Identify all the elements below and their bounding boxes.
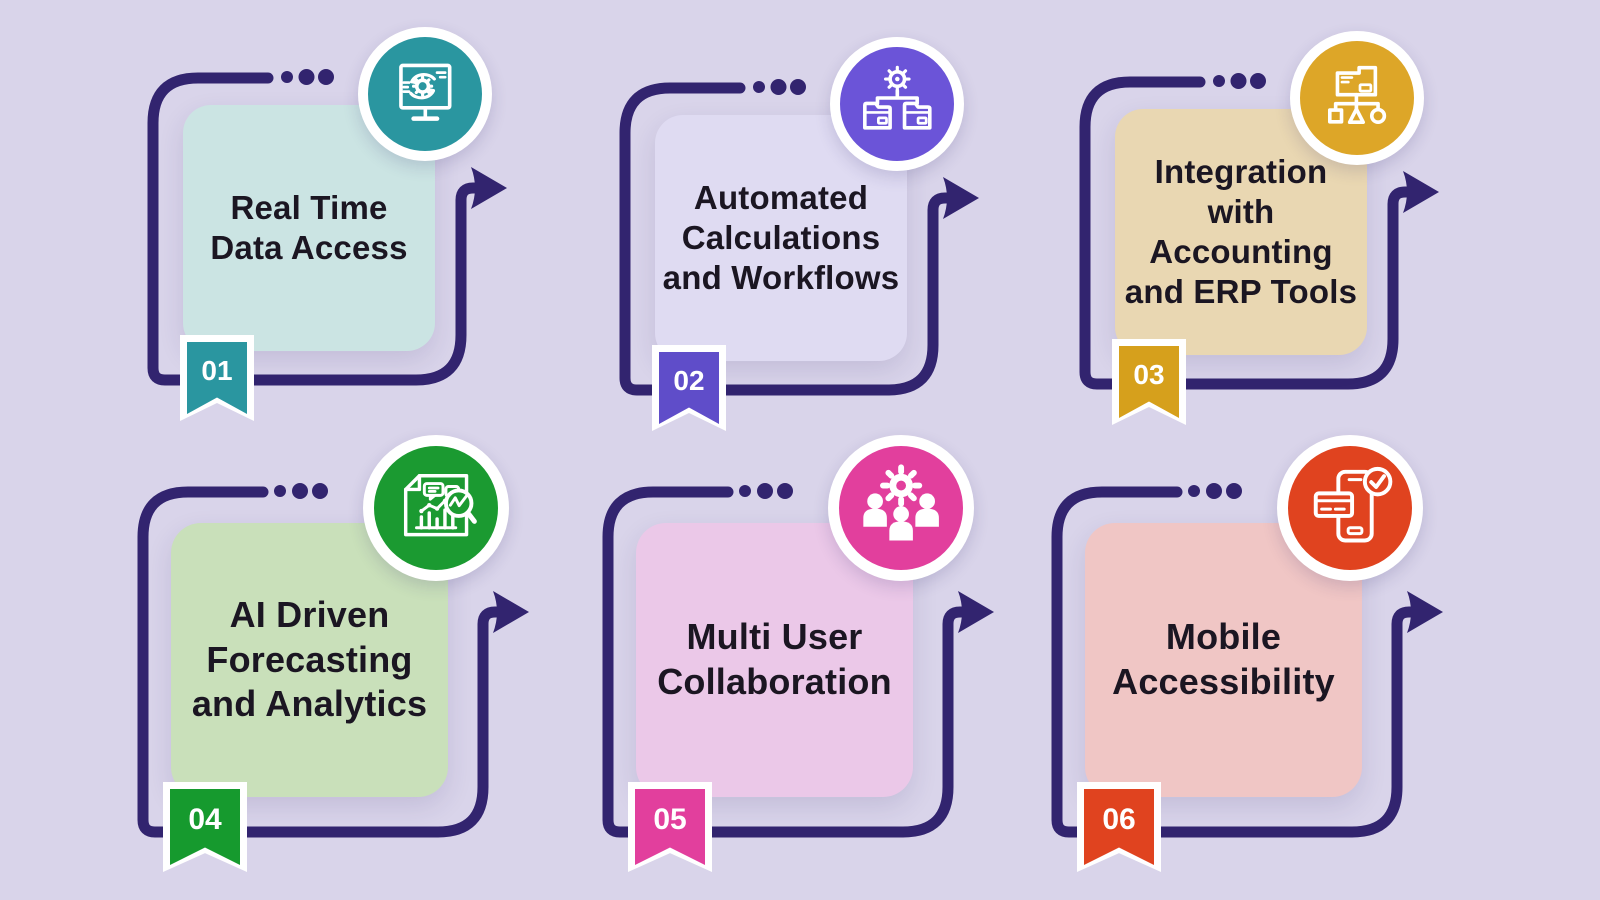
card-title: Real Time Data Access: [183, 105, 435, 351]
title-line: Collaboration: [657, 661, 892, 702]
title-line: AI Driven: [229, 594, 390, 636]
arrow-right-icon: [1403, 171, 1439, 213]
title-line: with: [1207, 192, 1275, 230]
arrow-right-icon: [471, 167, 507, 209]
icon-badge: [830, 37, 964, 171]
icon-badge: [828, 435, 974, 581]
title-line: Multi User: [686, 616, 863, 658]
step-number: 06: [1102, 803, 1136, 836]
step-number-badge: 02: [652, 345, 726, 431]
card-title: Automated Calculations and Workflows: [655, 115, 907, 361]
mobile-check-icon: [1313, 466, 1393, 543]
title-line: Mobile: [1165, 616, 1282, 658]
arrow-right-icon: [1407, 591, 1443, 633]
title-line: Automated: [693, 178, 869, 216]
icon-badge: [1277, 435, 1423, 581]
title-line: Real Time: [230, 188, 388, 226]
arrow-right-icon: [943, 177, 979, 219]
icon-badge: [1290, 31, 1424, 165]
connector-frame: [619, 79, 979, 396]
step-number-badge: 05: [628, 782, 712, 872]
analytics-report-search-icon: [403, 473, 477, 537]
step-number: 03: [1133, 359, 1165, 390]
connector-frame: [1051, 483, 1443, 838]
presentation-sync-icon: [398, 63, 452, 121]
title-line: Forecasting: [206, 638, 413, 680]
feature-card-automated-calculations: Automated Calculations and Workflows 02: [600, 37, 1070, 448]
step-number: 04: [188, 803, 222, 836]
step-number: 05: [653, 803, 687, 836]
connector-frame: [1079, 73, 1439, 390]
step-number-badge: 01: [180, 335, 254, 421]
connector-frame: [602, 483, 994, 838]
feature-card-multi-user-collaboration: Multi User Collaboration 05: [583, 435, 1053, 882]
step-number-badge: 03: [1112, 339, 1186, 425]
title-line: and ERP Tools: [1124, 273, 1358, 311]
icon-badge: [363, 435, 509, 581]
step-number-badge: 04: [163, 782, 247, 872]
title-line: Integration: [1154, 152, 1328, 190]
title-line: Accessibility: [1112, 661, 1335, 702]
connector-frame: [137, 483, 529, 838]
team-gear-icon: [863, 464, 939, 541]
feature-card-ai-forecasting: AI Driven Forecasting and Analytics: [118, 435, 588, 882]
title-line: and Workflows: [662, 259, 900, 297]
icon-badge: [358, 27, 492, 161]
card-title: Mobile Accessibility: [1085, 523, 1362, 797]
connector-frame: [147, 69, 507, 386]
card-title: Multi User Collaboration: [636, 523, 913, 797]
title-line: Data Access: [210, 229, 408, 266]
feature-card-erp-integration: Integration with Accounting and ERP Tool…: [1060, 31, 1530, 442]
automated-workflow-icon: [862, 65, 932, 130]
arrow-right-icon: [958, 591, 994, 633]
title-line: and Analytics: [191, 683, 428, 725]
feature-card-real-time-data: Real Time Data Access 01: [128, 27, 598, 438]
card-title: Integration with Accounting and ERP Tool…: [1115, 109, 1367, 355]
card-title: AI Driven Forecasting and Analytics: [171, 523, 448, 797]
title-line: Calculations: [681, 218, 881, 256]
title-line: Accounting: [1149, 233, 1333, 270]
arrow-right-icon: [493, 591, 529, 633]
erp-folder-hierarchy-icon: [1327, 65, 1386, 124]
step-number: 01: [201, 355, 233, 386]
step-number: 02: [673, 365, 705, 396]
feature-card-mobile-accessibility: Mobile Accessibility 06: [1032, 435, 1502, 882]
